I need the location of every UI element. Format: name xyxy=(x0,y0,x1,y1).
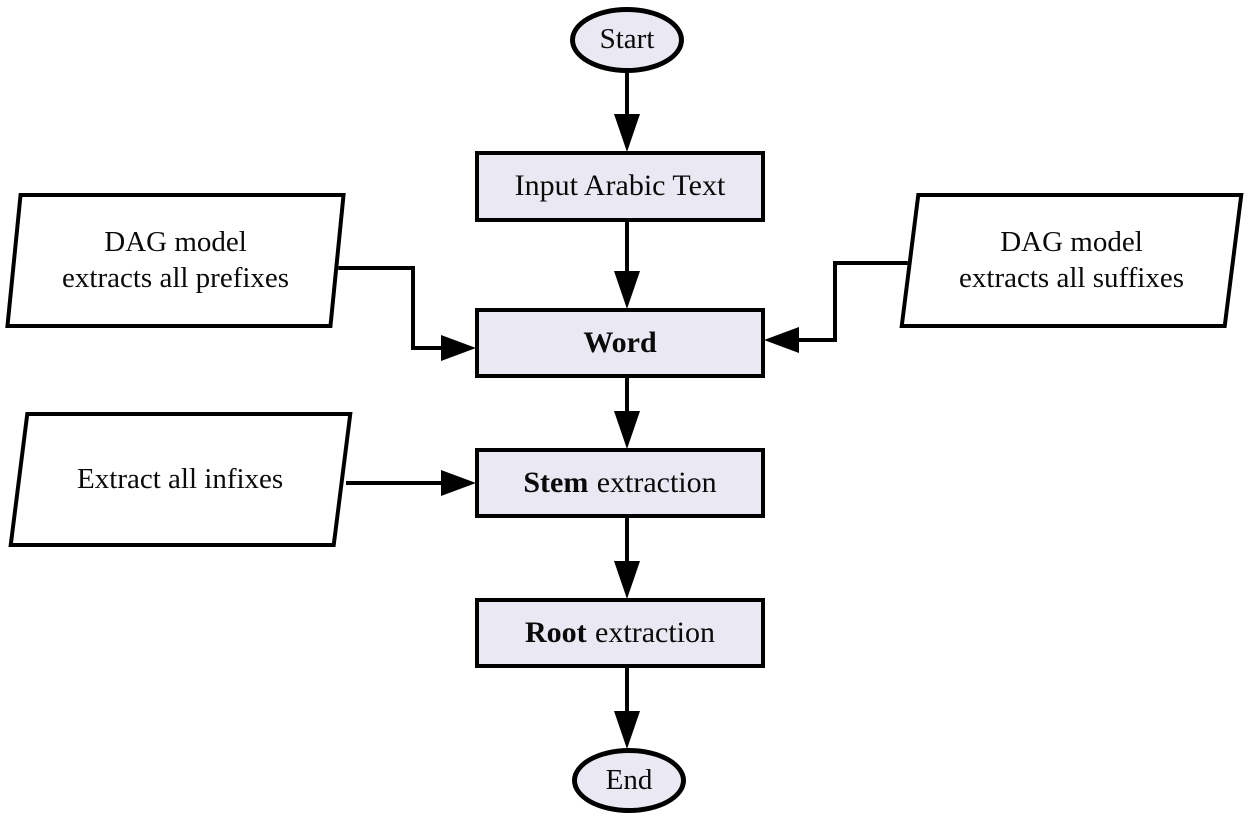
input-arabic-text-label: Input Arabic Text xyxy=(514,169,726,203)
arrowhead-right-icon xyxy=(441,335,476,361)
extract-infixes-parallelogram: Extract all infixes xyxy=(8,412,353,547)
arrowhead-down-icon xyxy=(614,711,640,749)
input-arabic-text-box: Input Arabic Text xyxy=(475,151,765,222)
word-box: Word xyxy=(475,308,765,378)
arrowhead-down-icon xyxy=(614,561,640,599)
dag-suffixes-label: DAG model extracts all suffixes xyxy=(959,226,1184,295)
start-terminator: Start xyxy=(570,7,684,73)
dag-suffixes-parallelogram: DAG model extracts all suffixes xyxy=(899,193,1244,328)
edge-stem-to-root xyxy=(614,516,640,599)
dag-prefixes-parallelogram: DAG model extracts all prefixes xyxy=(5,193,346,328)
edge-prefix-to-word xyxy=(336,266,476,361)
word-label: Word xyxy=(583,325,657,359)
end-terminator: End xyxy=(572,748,686,813)
arrowhead-down-icon xyxy=(614,114,640,152)
edge-start-to-input xyxy=(614,72,640,152)
arrowhead-down-icon xyxy=(614,271,640,309)
edge-input-to-word xyxy=(614,221,640,309)
extract-infixes-label: Extract all infixes xyxy=(77,463,284,496)
dag-prefixes-label: DAG model extracts all prefixes xyxy=(61,226,290,295)
edge-suffix-to-word xyxy=(764,261,908,353)
edge-word-to-stem xyxy=(614,376,640,449)
edge-infix-to-stem xyxy=(346,470,476,496)
start-label: Start xyxy=(599,23,655,56)
arrowhead-down-icon xyxy=(614,411,640,449)
end-label: End xyxy=(605,763,653,796)
edge-root-to-end xyxy=(614,666,640,749)
arrowhead-right-icon xyxy=(441,470,476,496)
arrowhead-left-icon xyxy=(764,327,799,353)
